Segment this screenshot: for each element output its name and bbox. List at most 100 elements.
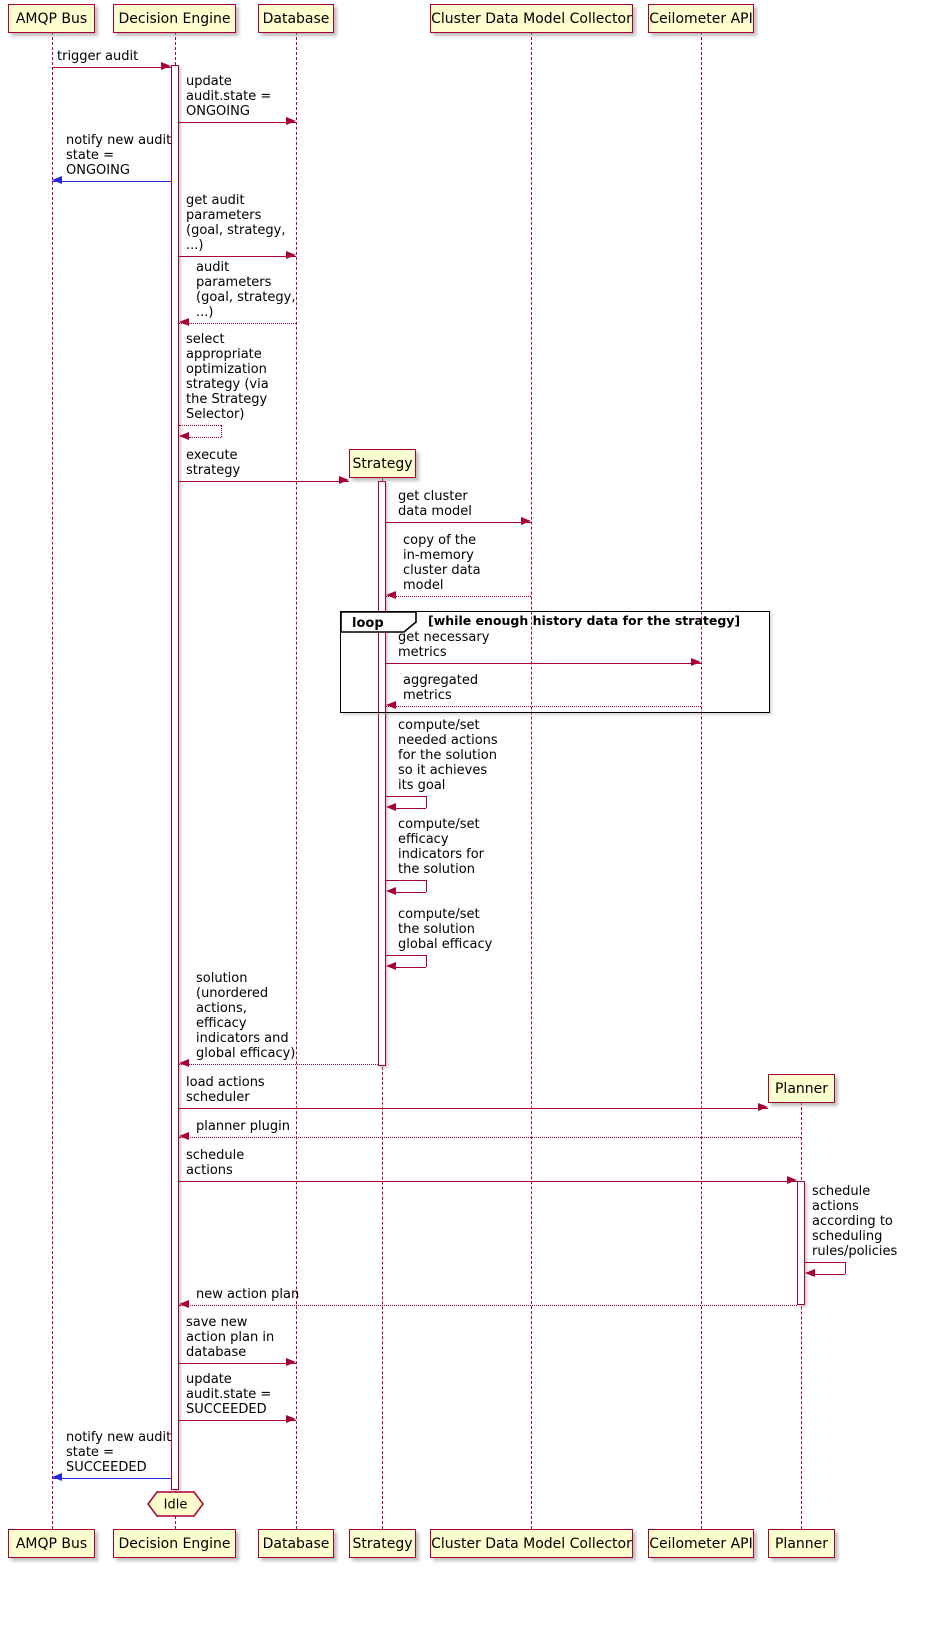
message-label: audit parameters (goal, strategy, ...) (196, 260, 296, 320)
message-line (805, 1262, 845, 1263)
message-line (179, 425, 221, 426)
end-state-label: Idle (164, 1498, 188, 1513)
message-label: aggregated metrics (403, 673, 479, 703)
message-line (179, 1420, 296, 1421)
arrowhead (179, 1059, 189, 1067)
message-line (221, 425, 222, 437)
participant-cluster-data-model-collector-top: Cluster Data Model Collector (430, 4, 633, 33)
message-label: solution (unordered actions, efficacy in… (196, 971, 296, 1061)
participant-planner-bottom: Planner (768, 1529, 835, 1558)
message-line (179, 323, 296, 324)
message-line (386, 663, 701, 664)
message-line (52, 181, 171, 182)
activation-decision-engine (171, 65, 179, 1490)
message-line (426, 880, 427, 892)
message-line (179, 1064, 378, 1065)
message-label: select appropriate optimization strategy… (186, 332, 269, 422)
message-line (396, 808, 426, 809)
arrowhead (787, 1176, 797, 1184)
loop-keyword-tab: loop (340, 611, 417, 633)
message-line (52, 1478, 171, 1479)
message-label: update audit.state = ONGOING (186, 74, 272, 119)
participant-planner-created: Planner (768, 1074, 835, 1103)
message-line (179, 481, 349, 482)
arrowhead (386, 803, 396, 811)
message-label: trigger audit (57, 49, 139, 64)
message-label: notify new audit state = SUCCEEDED (66, 1430, 172, 1475)
message-label: load actions scheduler (186, 1075, 265, 1105)
arrowhead (286, 251, 296, 259)
participant-database-bottom: Database (258, 1529, 334, 1558)
message-line (396, 967, 426, 968)
message-line (179, 1181, 797, 1182)
lifeline-ceilometer-api (701, 32, 702, 1529)
arrowhead (386, 701, 396, 709)
message-label: schedule actions (186, 1148, 245, 1178)
arrowhead (691, 658, 701, 666)
message-label: execute strategy (186, 448, 241, 478)
arrowhead (521, 517, 531, 525)
lifeline-cluster-data-model-collector (531, 32, 532, 1529)
activation-strategy (378, 481, 386, 1066)
participant-strategy-created: Strategy (349, 449, 416, 478)
participant-strategy-bottom: Strategy (349, 1529, 416, 1558)
message-line (52, 67, 171, 68)
message-line (386, 880, 426, 881)
arrowhead (286, 1415, 296, 1423)
participant-amqp-bus-top: AMQP Bus (8, 4, 95, 33)
message-label: save new action plan in database (186, 1315, 275, 1360)
arrowhead (805, 1269, 815, 1277)
arrowhead (52, 1473, 62, 1481)
arrowhead (161, 62, 171, 70)
message-line (179, 1305, 797, 1306)
message-label: compute/set efficacy indicators for the … (398, 817, 485, 877)
loop-keyword: loop (352, 616, 384, 631)
participant-database-top: Database (258, 4, 334, 33)
arrowhead (179, 432, 189, 440)
loop-frame (340, 611, 770, 713)
message-label: new action plan (196, 1287, 300, 1302)
message-line (386, 796, 426, 797)
message-label: get necessary metrics (398, 630, 490, 660)
message-line (189, 437, 221, 438)
message-label: get cluster data model (398, 489, 472, 519)
message-label: copy of the in-memory cluster data model (403, 533, 481, 593)
participant-ceilometer-api-bottom: Ceilometer API (648, 1529, 754, 1558)
message-line (179, 1137, 801, 1138)
participant-cluster-data-model-collector-bottom: Cluster Data Model Collector (430, 1529, 633, 1558)
arrowhead (179, 1132, 189, 1140)
message-label: planner plugin (196, 1119, 290, 1134)
arrowhead (386, 962, 396, 970)
lifeline-planner (801, 1102, 802, 1529)
arrowhead (286, 1358, 296, 1366)
message-line (386, 522, 531, 523)
participant-decision-engine-top: Decision Engine (113, 4, 236, 33)
arrowhead (386, 887, 396, 895)
message-line (386, 955, 426, 956)
message-line (386, 596, 531, 597)
participant-amqp-bus-bottom: AMQP Bus (8, 1529, 95, 1558)
message-label: update audit.state = SUCCEEDED (186, 1372, 272, 1417)
participant-decision-engine-bottom: Decision Engine (113, 1529, 236, 1558)
message-label: notify new audit state = ONGOING (66, 133, 172, 178)
arrowhead (52, 176, 62, 184)
message-line (815, 1274, 845, 1275)
arrowhead (179, 318, 189, 326)
message-label: get audit parameters (goal, strategy, ..… (186, 193, 286, 253)
arrowhead (286, 117, 296, 125)
end-state-idle: Idle (147, 1491, 204, 1517)
arrowhead (179, 1300, 189, 1308)
lifeline-amqp-bus (52, 32, 53, 1529)
message-label: compute/set needed actions for the solut… (398, 718, 498, 793)
message-label: compute/set the solution global efficacy (398, 907, 493, 952)
message-line (179, 1108, 768, 1109)
lifeline-database (296, 32, 297, 1529)
message-line (845, 1262, 846, 1274)
message-label: schedule actions according to scheduling… (812, 1184, 898, 1259)
message-line (386, 706, 701, 707)
participant-ceilometer-api-top: Ceilometer API (648, 4, 754, 33)
message-line (426, 796, 427, 808)
arrowhead (386, 591, 396, 599)
loop-condition: [while enough history data for the strat… (428, 613, 741, 628)
